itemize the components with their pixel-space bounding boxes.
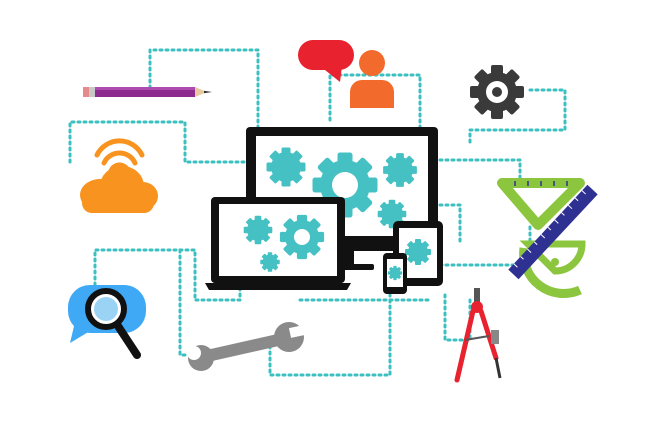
drafting-compass-icon <box>454 288 502 383</box>
pencil-icon <box>83 87 212 97</box>
user-icon <box>350 50 394 108</box>
connector-lines <box>68 48 567 377</box>
triangle-ruler-icon <box>497 178 585 230</box>
ruler-icon <box>508 184 598 280</box>
connector-tablet <box>438 203 462 247</box>
laptop-icon <box>205 197 351 290</box>
wrench-icon <box>187 322 311 371</box>
search-bubble-icon <box>68 285 146 359</box>
gear-icon <box>470 65 524 119</box>
connector-rulers <box>438 158 522 187</box>
connector-pencil <box>148 48 260 142</box>
connector-left-bus <box>178 248 207 357</box>
smartphone-icon <box>383 253 407 294</box>
connector-search <box>93 248 242 302</box>
connector-gear <box>468 88 567 144</box>
speech-bubble-icon <box>298 40 354 82</box>
wifi-cloud-icon <box>80 138 158 213</box>
connector-cloud <box>68 120 252 164</box>
connector-rulers-lower <box>438 223 532 267</box>
connector-wrench <box>268 293 392 377</box>
